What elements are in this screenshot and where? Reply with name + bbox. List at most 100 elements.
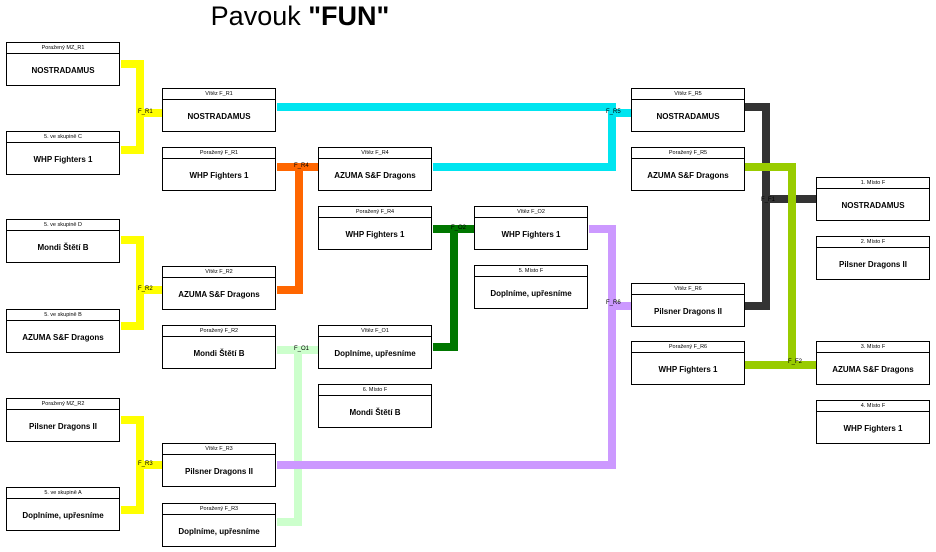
team-name: Pilsner Dragons II (653, 307, 723, 316)
slot-header: Poražený F_R4 (319, 207, 431, 218)
slot-header: 3. Místo F (817, 342, 929, 353)
team-name: NOSTRADAMUS (656, 112, 720, 121)
slot-a4: 5. ve skupině B AZUMA S&F Dragons (6, 309, 120, 353)
match-label-f-f1: F_F1 (761, 197, 776, 203)
slot-header: 4. Místo F (817, 401, 929, 412)
slot-header: Vítěz F_R2 (163, 267, 275, 278)
slot-header: 6. Místo F (319, 385, 431, 396)
place-1: 1. Místo F NOSTRADAMUS (816, 177, 930, 221)
slot-header: Poražený MZ_R1 (7, 43, 119, 54)
slot-header: 5. Místo F (475, 266, 587, 277)
match-label-f-r5: F_R5 (606, 109, 621, 115)
slot-c4: 6. Místo F Mondi Štětí B (318, 384, 432, 428)
slot-header: Poražený F_R2 (163, 326, 275, 337)
team-name: WHP Fighters 1 (501, 230, 561, 239)
connector-f-r1 (121, 60, 162, 154)
slot-header: 2. Místo F (817, 237, 929, 248)
slot-header: Vítěz F_R3 (163, 444, 275, 455)
slot-header: 5. ve skupině B (7, 310, 119, 321)
connector-f-r4 (277, 163, 318, 294)
slot-header: Vítěz F_R4 (319, 148, 431, 159)
title-prefix: Pavouk (210, 1, 309, 31)
slot-header: Vítěz F_O2 (475, 207, 587, 218)
team-name: AZUMA S&F Dragons (22, 333, 104, 342)
slot-header: 5. ve skupině D (7, 220, 119, 231)
slot-header: Vítěz F_R5 (632, 89, 744, 100)
match-label-f-r4: F_R4 (294, 163, 309, 169)
title-name: "FUN" (308, 1, 390, 31)
team-name: Pilsner Dragons II (28, 422, 98, 431)
team-name: NOSTRADAMUS (841, 201, 905, 210)
team-name: NOSTRADAMUS (31, 66, 95, 75)
slot-header: Poražený F_R6 (632, 342, 744, 353)
team-name: Doplníme, upřesníme (22, 511, 104, 520)
slot-header: Poražený F_R1 (163, 148, 275, 159)
team-name: Pilsner Dragons II (184, 467, 254, 476)
connector-f-f2 (745, 163, 816, 369)
slot-header: Vítěz F_O1 (319, 326, 431, 337)
match-label-f-o2: F_O2 (451, 225, 467, 231)
slot-a3: 5. ve skupině D Mondi Štětí B (6, 219, 120, 263)
team-name: AZUMA S&F Dragons (647, 171, 729, 180)
match-label-f-f2: F_F2 (788, 359, 803, 365)
connector-f-r3 (121, 416, 162, 514)
match-label-f-r2: F_R2 (138, 286, 153, 292)
team-name: AZUMA S&F Dragons (178, 290, 260, 299)
connector-f-r6 (277, 225, 631, 469)
match-label-f-o1: F_O1 (294, 346, 310, 352)
connector-f-f1 (745, 103, 816, 310)
slot-header: Vítěz F_R6 (632, 284, 744, 295)
page-title: Pavouk "FUN" (0, 0, 600, 32)
connector-f-o1 (277, 346, 318, 526)
match-label-f-r1: F_R1 (138, 109, 153, 115)
team-name: Doplníme, upřesníme (334, 349, 416, 358)
place-3: 3. Místo F AZUMA S&F Dragons (816, 341, 930, 385)
slot-header: Poražený F_R5 (632, 148, 744, 159)
slot-header: 5. ve skupině C (7, 132, 119, 143)
team-name: AZUMA S&F Dragons (334, 171, 416, 180)
team-name: Doplníme, upřesníme (178, 527, 260, 536)
team-name: WHP Fighters 1 (658, 365, 718, 374)
team-name: Pilsner Dragons II (838, 260, 908, 269)
team-name: AZUMA S&F Dragons (832, 365, 914, 374)
team-name: Doplníme, upřesníme (490, 289, 572, 298)
team-name: WHP Fighters 1 (33, 155, 93, 164)
slot-a6: 5. ve skupině A Doplníme, upřesníme (6, 487, 120, 531)
place-4: 4. Místo F WHP Fighters 1 (816, 400, 930, 444)
team-name: NOSTRADAMUS (187, 112, 251, 121)
place-2: 2. Místo F Pilsner Dragons II (816, 236, 930, 280)
match-label-f-r3: F_R3 (138, 461, 153, 467)
slot-header: 1. Místo F (817, 178, 929, 189)
connector-f-r5 (277, 103, 631, 171)
team-name: WHP Fighters 1 (843, 424, 903, 433)
slot-a2: 5. ve skupině C WHP Fighters 1 (6, 131, 120, 175)
slot-d2: 5. Místo F Doplníme, upřesníme (474, 265, 588, 309)
slot-header: Poražený MZ_R2 (7, 399, 119, 410)
slot-header: 5. ve skupině A (7, 488, 119, 499)
connector-f-o2 (433, 225, 474, 351)
team-name: WHP Fighters 1 (189, 171, 249, 180)
team-name: Mondi Štětí B (193, 349, 245, 358)
connector-f-r2 (121, 236, 162, 330)
match-label-f-r6: F_R6 (606, 300, 621, 306)
team-name: Mondi Štětí B (349, 408, 401, 417)
team-name: Mondi Štětí B (37, 243, 89, 252)
slot-header: Poražený F_R3 (163, 504, 275, 515)
